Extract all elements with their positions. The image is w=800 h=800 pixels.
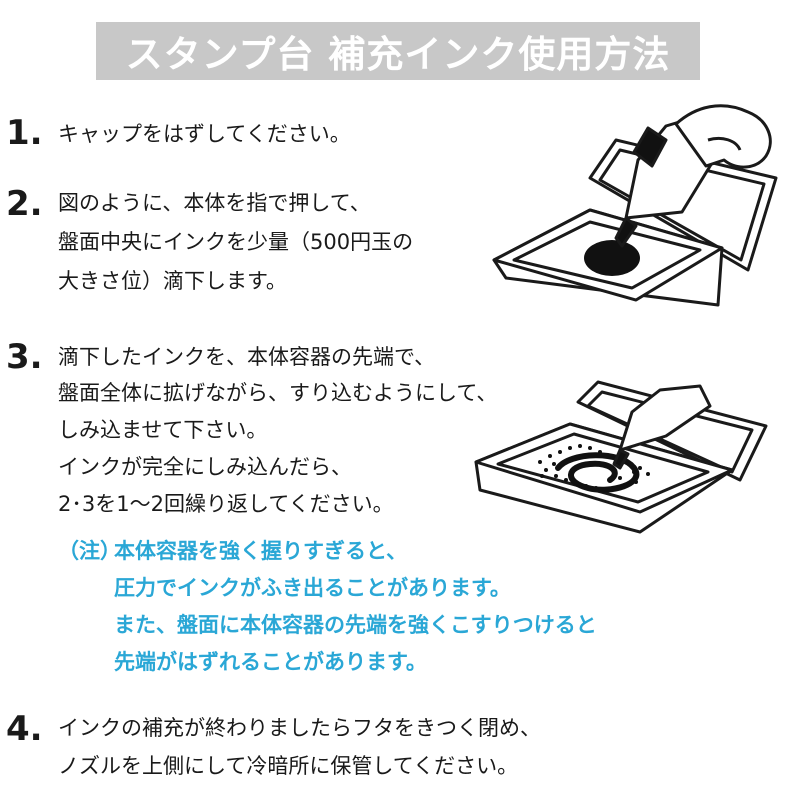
note-line-2: 圧力でインクがふき出ることがあります。 [114, 576, 511, 600]
step-2-number: 2. [6, 184, 43, 224]
step-1-number: 1. [6, 113, 43, 153]
step-2-line-2: 盤面中央にインクを少量（500円玉の [58, 230, 414, 254]
ink-spread-illustration [474, 380, 768, 534]
title-banner: スタンプ台 補充インク使用方法 [96, 22, 700, 80]
step-4-line-2: ノズルを上側にして冷暗所に保管してください。 [58, 754, 519, 778]
step-4-number: 4. [6, 709, 43, 749]
step-1-line-1: キャップをはずしてください。 [58, 122, 351, 146]
note-line-1: 本体容器を強く握りすぎると、 [114, 539, 408, 563]
step-3-line-1: 滴下したインクを、本体容器の先端で、 [58, 345, 436, 369]
note-line-4: 先端がはずれることがあります。 [114, 650, 427, 674]
step-3-line-4: インクが完全にしみ込んだら、 [58, 455, 352, 479]
step-2-line-1: 図のように、本体を指で押して、 [58, 191, 371, 215]
step-3-line-3: しみ込ませて下さい。 [58, 418, 268, 442]
step-2-line-3: 大きさ位）滴下します。 [58, 269, 287, 293]
note-line-3: また、盤面に本体容器の先端を強くこすりつけると [114, 613, 597, 637]
ink-drop-illustration [492, 104, 778, 307]
step-4-line-1: インクの補充が終わりましたらフタをきつく閉め、 [58, 716, 541, 740]
step-3-line-5: 2･3を1～2回繰り返してください。 [58, 492, 394, 516]
step-3-line-2: 盤面全体に拡げながら、すり込むようにして、 [58, 381, 498, 405]
page-title: スタンプ台 補充インク使用方法 [125, 33, 671, 76]
note-label: （注） [58, 539, 121, 563]
step-3-number: 3. [6, 337, 43, 377]
